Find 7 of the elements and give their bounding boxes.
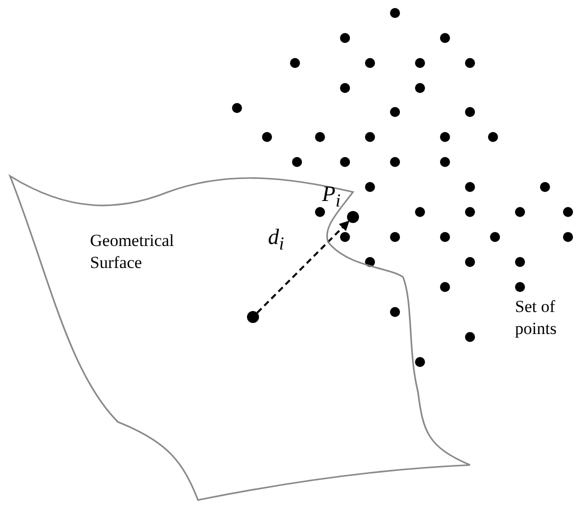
point-marker	[347, 211, 359, 223]
surface-label: Geometrical Surface	[90, 230, 176, 274]
dashed-arrow	[256, 220, 350, 314]
point-label: P$_{i}$	[322, 181, 341, 212]
surface-patch	[8, 172, 473, 502]
points-set-label: Set of points	[515, 296, 558, 340]
point-marker	[247, 311, 259, 323]
